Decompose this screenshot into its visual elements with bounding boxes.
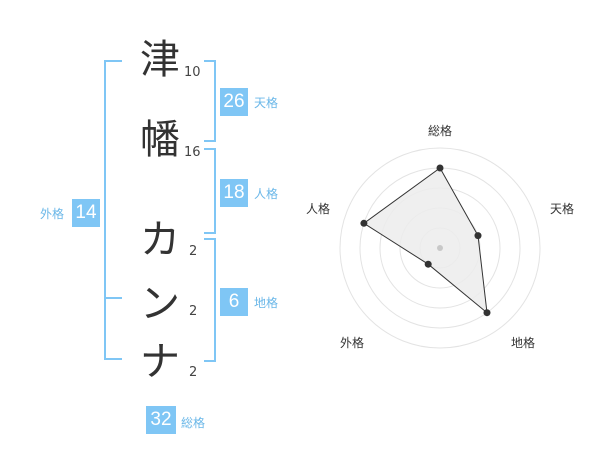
tenkaku-label: 天格 — [254, 96, 279, 110]
gaikaku-bracket-divider — [104, 297, 122, 299]
jinkaku-bracket — [204, 148, 216, 234]
gaikaku-label: 外格 — [40, 207, 65, 221]
name-char-5: ナ — [140, 339, 180, 385]
chikaku-badge: 6 — [220, 288, 248, 316]
jinkaku-badge: 18 — [220, 179, 248, 207]
tenkaku-bracket — [204, 60, 216, 142]
soukaku-badge: 32 — [146, 406, 176, 434]
radar-polygon — [363, 167, 488, 314]
radar-ring — [339, 147, 541, 349]
radar-points — [360, 164, 491, 317]
radar-point-3 — [483, 309, 491, 317]
name-char-2: 幡 — [140, 117, 180, 163]
jinkaku-label: 人格 — [254, 187, 279, 201]
chikaku-label: 地格 — [254, 296, 279, 310]
radar-center-dot — [437, 245, 443, 251]
radar-label-gaikaku: 外格 — [340, 336, 365, 350]
name-char-4: ン — [140, 281, 180, 327]
soukaku-label: 総格 — [181, 416, 206, 430]
radar-point-5 — [360, 219, 368, 227]
radar-label-soukaku: 総格 — [428, 124, 453, 138]
gaikaku-badge: 14 — [72, 199, 100, 227]
stroke-count-2: 16 — [184, 145, 201, 160]
radar-label-chikaku: 地格 — [511, 336, 536, 350]
name-char-3: カ — [140, 217, 180, 263]
chikaku-bracket — [204, 238, 216, 362]
radar-label-jinkaku: 人格 — [306, 202, 331, 216]
stroke-count-4: 2 — [189, 304, 198, 319]
name-char-1: 津 — [140, 37, 180, 83]
tenkaku-badge: 26 — [220, 88, 248, 116]
gaikaku-bracket — [104, 60, 122, 360]
radar-point-1 — [436, 164, 444, 172]
stroke-count-3: 2 — [189, 244, 198, 259]
stroke-count-5: 2 — [189, 365, 198, 380]
radar-point-4 — [424, 260, 432, 268]
radar-label-tenkaku: 天格 — [550, 202, 575, 216]
stroke-count-1: 10 — [184, 65, 201, 80]
radar-point-2 — [474, 232, 482, 240]
